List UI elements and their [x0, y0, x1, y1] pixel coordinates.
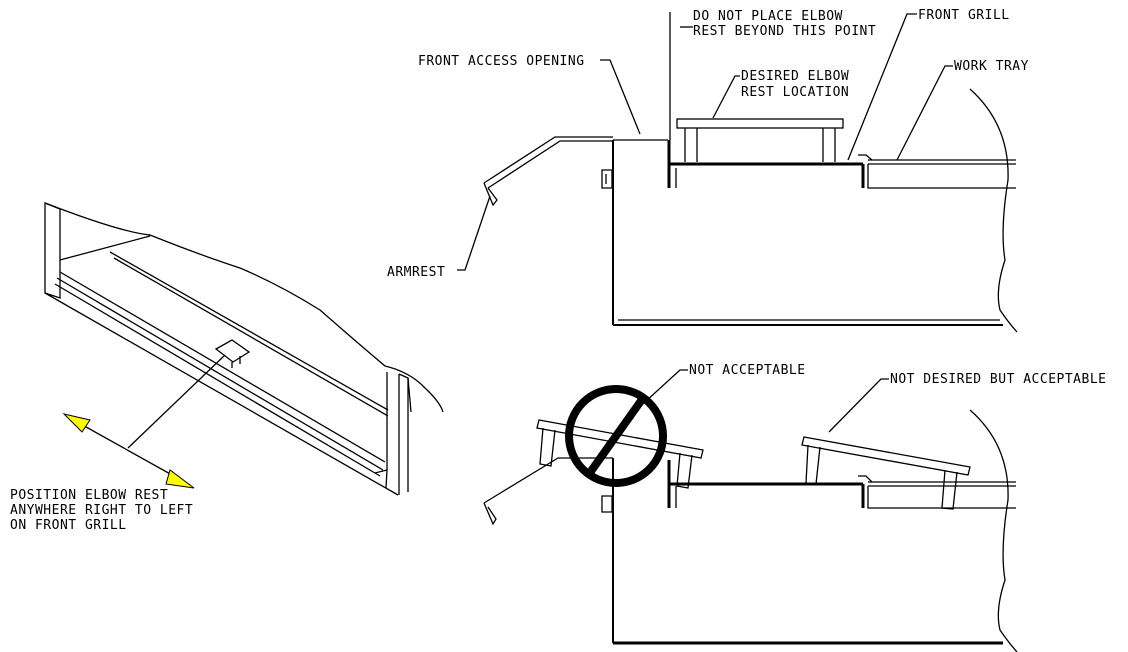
do-not-place-label-line2: REST BEYOND THIS POINT	[693, 24, 876, 39]
armrest-label: ARMREST	[387, 265, 445, 280]
bottom-section-view	[483, 369, 1018, 652]
work-tray-label: WORK TRAY	[954, 59, 1029, 74]
front-access-opening-label: FRONT ACCESS OPENING	[418, 54, 585, 69]
prohibited-icon	[565, 385, 667, 487]
top-section-view	[457, 12, 1018, 333]
do-not-place-label-line1: DO NOT PLACE ELBOW	[693, 9, 843, 24]
front-grill-label: FRONT GRILL	[918, 8, 1010, 23]
acceptable-elbow-rest	[801, 436, 971, 510]
unacceptable-elbow-rest	[536, 419, 704, 489]
left-arrowhead	[62, 413, 91, 433]
desired-location-label-line1: DESIRED ELBOW	[741, 69, 849, 84]
position-label-line2: ANYWHERE RIGHT TO LEFT	[10, 503, 193, 518]
isometric-console-view	[44, 202, 444, 496]
not-acceptable-label: NOT ACCEPTABLE	[689, 363, 806, 378]
desired-location-label-line2: REST LOCATION	[741, 85, 849, 100]
right-arrowhead	[165, 469, 195, 489]
position-label-line3: ON FRONT GRILL	[10, 518, 127, 533]
not-desired-but-acceptable-label: NOT DESIRED BUT ACCEPTABLE	[890, 372, 1107, 387]
position-label-line1: POSITION ELBOW REST	[10, 488, 168, 503]
